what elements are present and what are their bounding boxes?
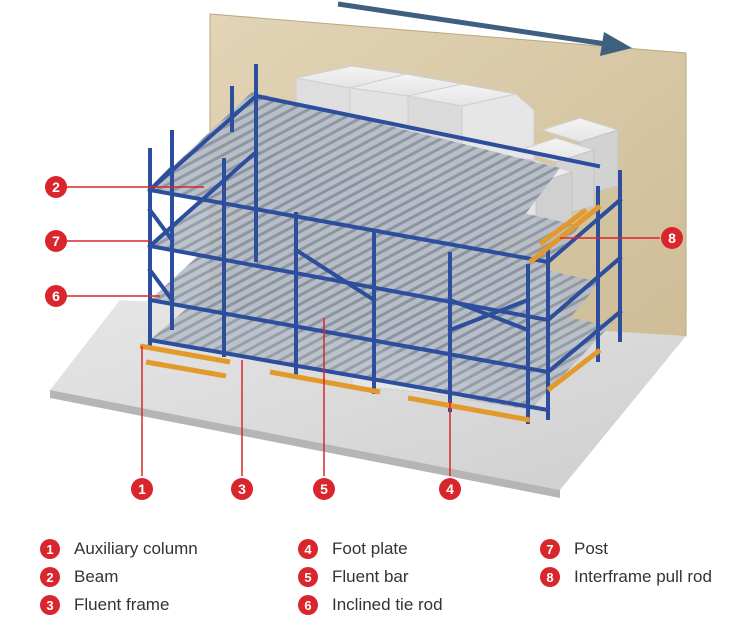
- legend-badge: 8: [540, 567, 560, 587]
- legend-item-post: 7 Post: [540, 537, 608, 561]
- svg-text:6: 6: [52, 288, 60, 304]
- callout-1: 1: [131, 478, 153, 500]
- legend-badge: 5: [298, 567, 318, 587]
- legend-item-interframe-pull-rod: 8 Interframe pull rod: [540, 565, 712, 589]
- svg-text:7: 7: [52, 233, 60, 249]
- legend-badge: 6: [298, 595, 318, 615]
- legend-label: Beam: [74, 567, 119, 586]
- legend-item-inclined-tie-rod: 6 Inclined tie rod: [298, 593, 443, 617]
- legend-label: Fluent bar: [332, 567, 409, 586]
- callout-7: 7: [45, 230, 67, 252]
- svg-text:1: 1: [138, 481, 146, 497]
- svg-text:4: 4: [446, 481, 454, 497]
- callout-3: 3: [231, 478, 253, 500]
- legend-badge: 1: [40, 539, 60, 559]
- callout-lines: [66, 186, 660, 476]
- legend-label: Interframe pull rod: [574, 567, 712, 586]
- legend-item-fluent-bar: 5 Fluent bar: [298, 565, 409, 589]
- floor-edge: [50, 390, 560, 498]
- legend-label: Inclined tie rod: [332, 595, 443, 614]
- legend-badge: 2: [40, 567, 60, 587]
- callout-5: 5: [313, 478, 335, 500]
- svg-text:5: 5: [320, 481, 328, 497]
- legend-item-auxiliary-column: 1 Auxiliary column: [40, 537, 198, 561]
- callout-8: 8: [661, 227, 683, 249]
- callout-2: 2: [45, 176, 67, 198]
- flow-direction-arrow: [337, 1, 632, 56]
- legend-item-foot-plate: 4 Foot plate: [298, 537, 408, 561]
- legend-badge: 3: [40, 595, 60, 615]
- svg-text:2: 2: [52, 179, 60, 195]
- legend-badge: 4: [298, 539, 318, 559]
- legend-item-fluent-frame: 3 Fluent frame: [40, 593, 169, 617]
- legend-badge: 7: [540, 539, 560, 559]
- svg-text:8: 8: [668, 230, 676, 246]
- legend-label: Fluent frame: [74, 595, 170, 614]
- orange-beams: [139, 204, 602, 423]
- callout-4: 4: [439, 478, 461, 500]
- legend-item-beam: 2 Beam: [40, 565, 118, 589]
- callout-6: 6: [45, 285, 67, 307]
- legend-label: Auxiliary column: [74, 539, 198, 558]
- legend-label: Foot plate: [332, 539, 408, 558]
- rack-frame: [147, 64, 623, 424]
- svg-text:3: 3: [238, 481, 246, 497]
- legend-label: Post: [574, 539, 609, 558]
